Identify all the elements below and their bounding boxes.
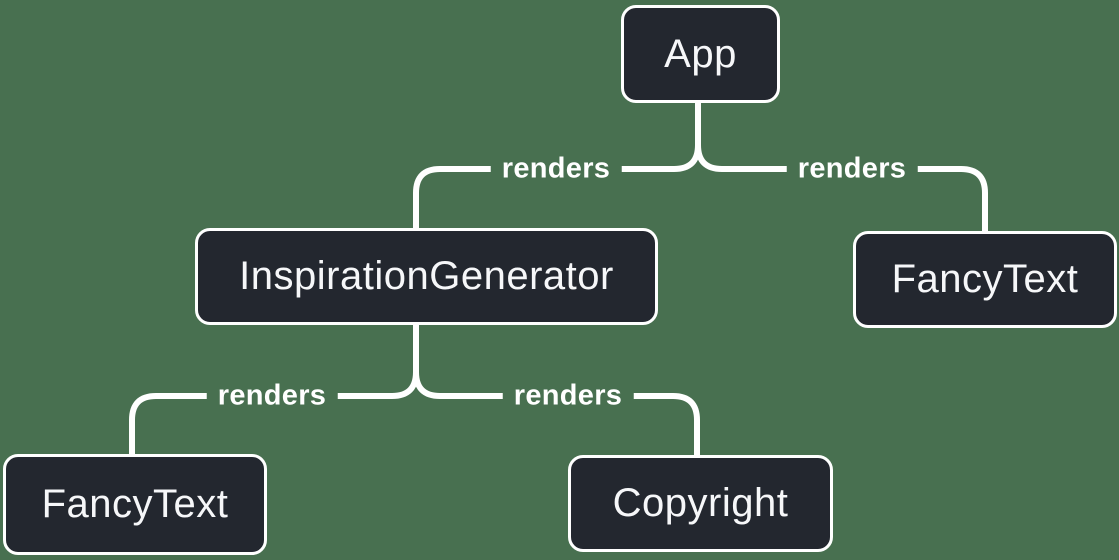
edge-label-inspiration-generator-copyright: renders: [502, 379, 634, 413]
node-fancy-text-right-label: FancyText: [891, 257, 1079, 301]
node-inspiration-generator: InspirationGenerator: [195, 228, 658, 325]
connector-inspiration-generator-to-copyright: [413, 371, 700, 456]
edge-label-inspiration-generator-fancy-text: renders: [206, 379, 338, 413]
node-copyright-label: Copyright: [612, 481, 789, 525]
node-app-label: App: [664, 31, 737, 76]
node-copyright: Copyright: [568, 455, 833, 552]
node-app: App: [621, 5, 780, 103]
connector-inspiration-generator-to-fancy-text-left: [129, 371, 419, 455]
node-fancy-text-right: FancyText: [853, 231, 1117, 328]
node-fancy-text-left-label: FancyText: [41, 482, 229, 526]
connector-app-to-inspiration-generator: [413, 144, 701, 229]
node-fancy-text-left: FancyText: [3, 454, 267, 555]
connector-app-to-fancy-text-right: [695, 144, 988, 232]
node-inspiration-generator-label: InspirationGenerator: [239, 254, 614, 298]
edge-label-app-inspiration-generator: renders: [490, 152, 622, 186]
edge-label-app-fancy-text: renders: [786, 152, 918, 186]
